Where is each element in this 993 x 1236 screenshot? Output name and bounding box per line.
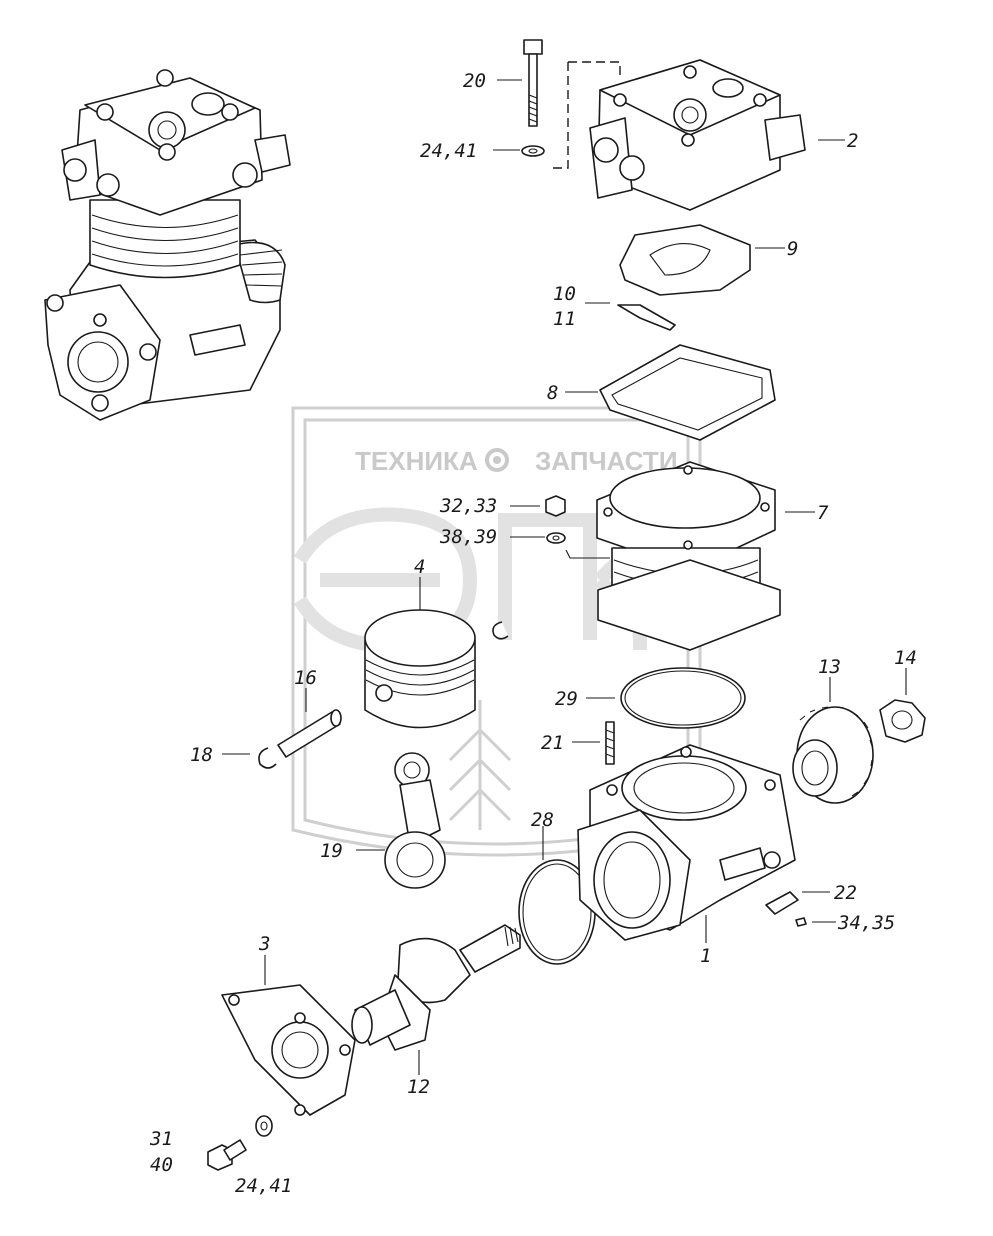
callout-14: 14 <box>894 647 917 669</box>
callout-24-41-top: 24,41 <box>420 140 477 162</box>
callout-38-39: 38,39 <box>439 526 497 548</box>
callout-10: 10 <box>553 283 576 305</box>
connecting-rod <box>384 752 446 889</box>
callout-16: 16 <box>294 667 317 689</box>
callout-40: 40 <box>150 1154 173 1176</box>
nut-and-washer <box>545 495 610 559</box>
callout-8: 8 <box>547 382 558 404</box>
callout-22: 22 <box>834 882 857 904</box>
callout-20: 20 <box>463 70 486 92</box>
callout-31: 31 <box>149 1128 173 1150</box>
assembled-compressor <box>44 69 291 421</box>
gear-icon <box>485 448 509 472</box>
callout-29: 29 <box>555 688 578 710</box>
callout-34-35: 34,35 <box>837 912 895 934</box>
callout-12: 12 <box>407 1076 430 1098</box>
callout-7: 7 <box>817 502 829 524</box>
callout-28: 28 <box>531 809 554 831</box>
callout-32-33: 32,33 <box>439 495 497 517</box>
drive-gear <box>792 706 874 804</box>
callout-19: 19 <box>320 840 343 862</box>
piston <box>364 609 476 729</box>
callout-18: 18 <box>190 744 213 766</box>
gear-nut <box>879 699 926 743</box>
callout-3: 3 <box>258 933 270 955</box>
cylinder-head <box>548 59 806 211</box>
circlip <box>492 621 509 640</box>
callout-21: 21 <box>541 732 564 754</box>
cover-bolt <box>207 1115 273 1171</box>
watermark-left-text: ТЕХНИКА <box>355 446 478 476</box>
o-ring-large <box>620 667 746 729</box>
crankcase <box>577 744 796 941</box>
callout-2: 2 <box>847 130 858 152</box>
callout-13: 13 <box>818 656 841 678</box>
piston-pin <box>258 709 342 769</box>
cylinder <box>596 461 781 651</box>
crankshaft <box>351 924 521 1051</box>
callout-1: 1 <box>700 945 711 967</box>
bolt-and-washer <box>521 39 545 157</box>
callouts: 20 24,41 2 9 10 11 8 7 32,33 38,39 4 16 … <box>149 70 917 1197</box>
callout-4: 4 <box>414 556 425 578</box>
callout-9: 9 <box>787 238 798 260</box>
rivets <box>795 917 807 927</box>
callout-24-41-bottom: 24,41 <box>235 1175 292 1197</box>
gaskets <box>599 224 776 441</box>
stud <box>605 721 615 765</box>
name-plate <box>765 891 799 915</box>
callout-11: 11 <box>553 308 576 330</box>
end-cover <box>221 984 356 1116</box>
leader-lines <box>222 79 907 1075</box>
